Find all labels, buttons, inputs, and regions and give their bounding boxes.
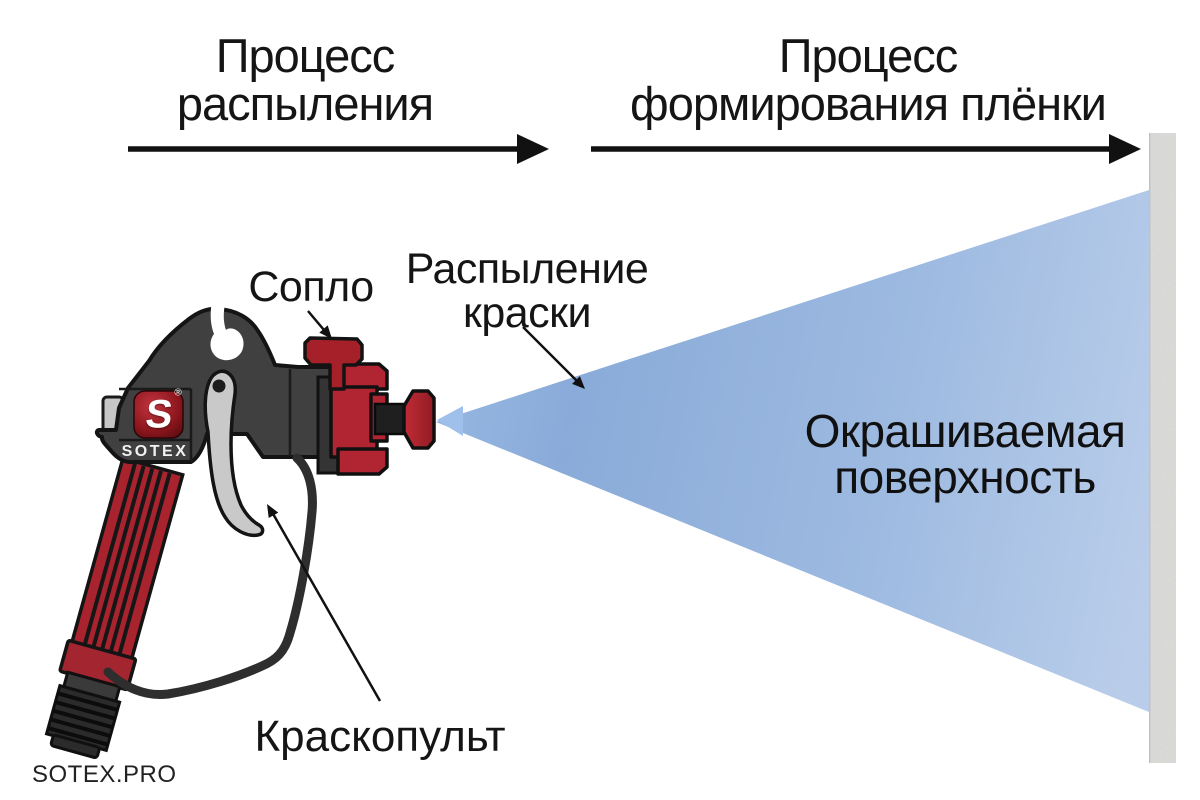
spray-gun-illustration: [44, 301, 436, 759]
spray-callout-arrow-icon: [522, 326, 585, 389]
process-title-right-line2: формирования плёнки: [630, 77, 1107, 130]
process-arrow-right-icon: [591, 134, 1141, 164]
process-title-left: Процесс распыления: [176, 29, 434, 130]
trigger-pivot: [212, 379, 226, 393]
spray-callout-line1: Распыление: [405, 245, 649, 293]
sotex-logo-text: SOTEX: [121, 443, 189, 460]
process-title-right: Процесс формирования плёнки: [630, 29, 1107, 130]
gun-callout-arrow-icon: [267, 504, 382, 702]
sotex-logo-letter: S: [143, 392, 175, 437]
process-title-left-line2: распыления: [176, 77, 434, 130]
nozzle-valve-handle: [303, 336, 364, 391]
spray-callout-label: Распыление краски: [406, 247, 649, 335]
hanging-hook-cutout: [210, 301, 244, 361]
nozzle-callout-arrow-icon: [307, 310, 332, 339]
gun-trigger: [203, 369, 265, 538]
sotex-logo-badge: [133, 390, 184, 439]
gun-callout-label: Краскопульт: [254, 712, 506, 761]
nozzle-callout-label: Сопло: [248, 263, 374, 311]
watermark: SOTEX.PRO: [32, 761, 177, 788]
surface-label-line1: Окрашиваемая: [804, 405, 1126, 457]
wall-surface: [1149, 133, 1176, 763]
spray-cone-apex: [437, 406, 463, 436]
trigger-guard: [103, 453, 317, 700]
surface-label: Окрашиваемая поверхность: [805, 408, 1126, 500]
process-title-left-line1: Процесс: [215, 29, 396, 82]
spray-callout-line2: краски: [463, 289, 591, 337]
gun-handle: [44, 456, 185, 759]
process-title-right-line1: Процесс: [778, 29, 959, 82]
nozzle-connector: [373, 402, 409, 436]
process-arrow-left-icon: [128, 134, 549, 164]
surface-label-line2: поверхность: [834, 451, 1096, 503]
registered-mark: ®: [174, 387, 182, 399]
nozzle-tip: [402, 389, 436, 450]
spray-cone: [436, 190, 1149, 712]
callout-arrows: [267, 310, 585, 702]
logo-panel: [119, 387, 193, 461]
